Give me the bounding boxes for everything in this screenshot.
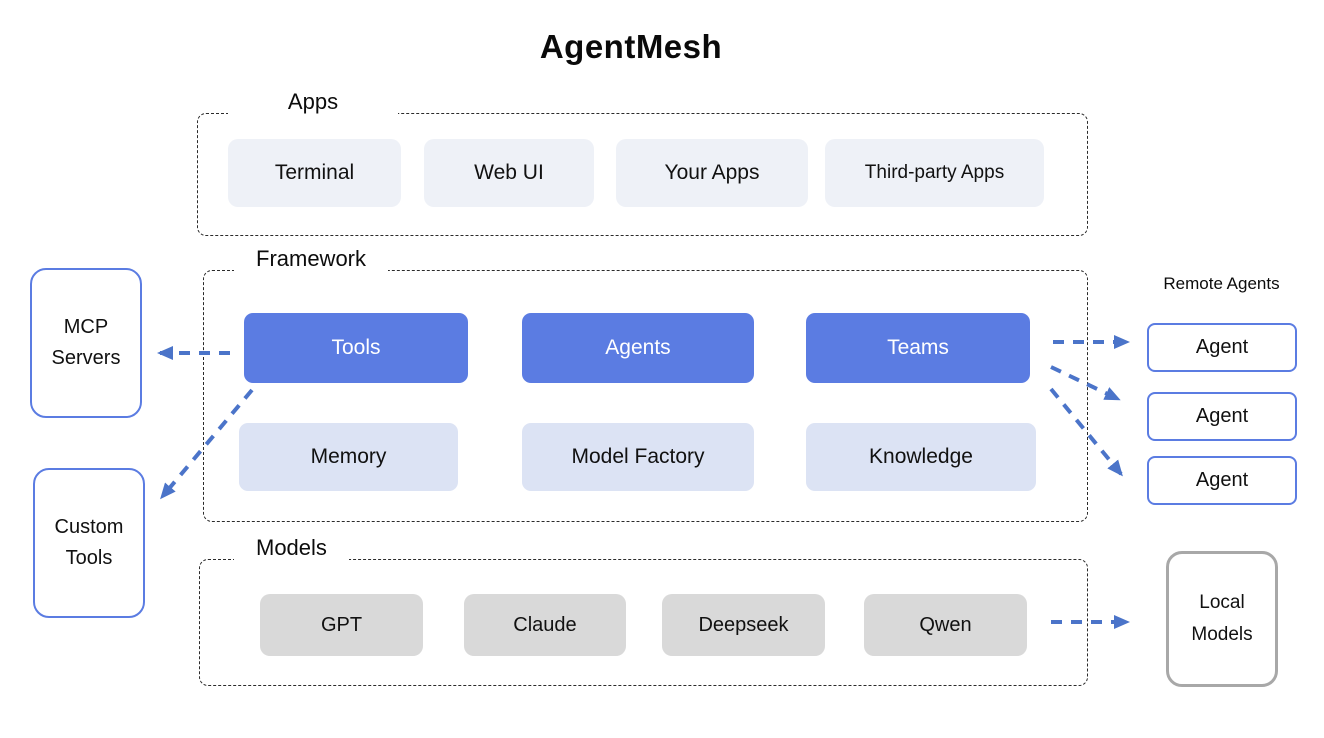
remote-agents-label: Remote Agents xyxy=(1163,274,1280,293)
framework-node-teams: Teams xyxy=(806,313,1030,383)
models-section: Models GPT Claude Deepseek Qwen xyxy=(199,533,1088,686)
framework-node-model-factory: Model Factory xyxy=(522,423,754,491)
remote-agent-node-1: Agent xyxy=(1147,323,1297,372)
apps-section: Apps Terminal Web UI Your Apps Third-par… xyxy=(197,87,1088,236)
framework-node-tools: Tools xyxy=(244,313,468,383)
model-node-gpt: GPT xyxy=(260,594,423,656)
models-section-label: Models xyxy=(234,533,349,567)
app-node-your-apps: Your Apps xyxy=(616,139,808,207)
framework-section-label: Framework xyxy=(234,244,389,278)
model-node-claude: Claude xyxy=(464,594,626,656)
framework-node-knowledge: Knowledge xyxy=(806,423,1036,491)
app-node-terminal: Terminal xyxy=(228,139,401,207)
custom-tools-node: Custom Tools xyxy=(33,468,145,618)
framework-node-agents: Agents xyxy=(522,313,754,383)
remote-agent-node-3: Agent xyxy=(1147,456,1297,505)
page-title: AgentMesh xyxy=(539,28,723,65)
framework-section: Framework Tools Agents Teams Memory Mode… xyxy=(203,244,1088,522)
remote-agent-node-2: Agent xyxy=(1147,392,1297,441)
app-node-web-ui: Web UI xyxy=(424,139,594,207)
local-models-node: Local Models xyxy=(1166,551,1278,687)
model-node-qwen: Qwen xyxy=(864,594,1027,656)
model-node-deepseek: Deepseek xyxy=(662,594,825,656)
apps-section-label: Apps xyxy=(228,87,398,121)
app-node-third-party-apps: Third-party Apps xyxy=(825,139,1044,207)
framework-node-memory: Memory xyxy=(239,423,458,491)
mcp-servers-node: MCP Servers xyxy=(30,268,142,418)
